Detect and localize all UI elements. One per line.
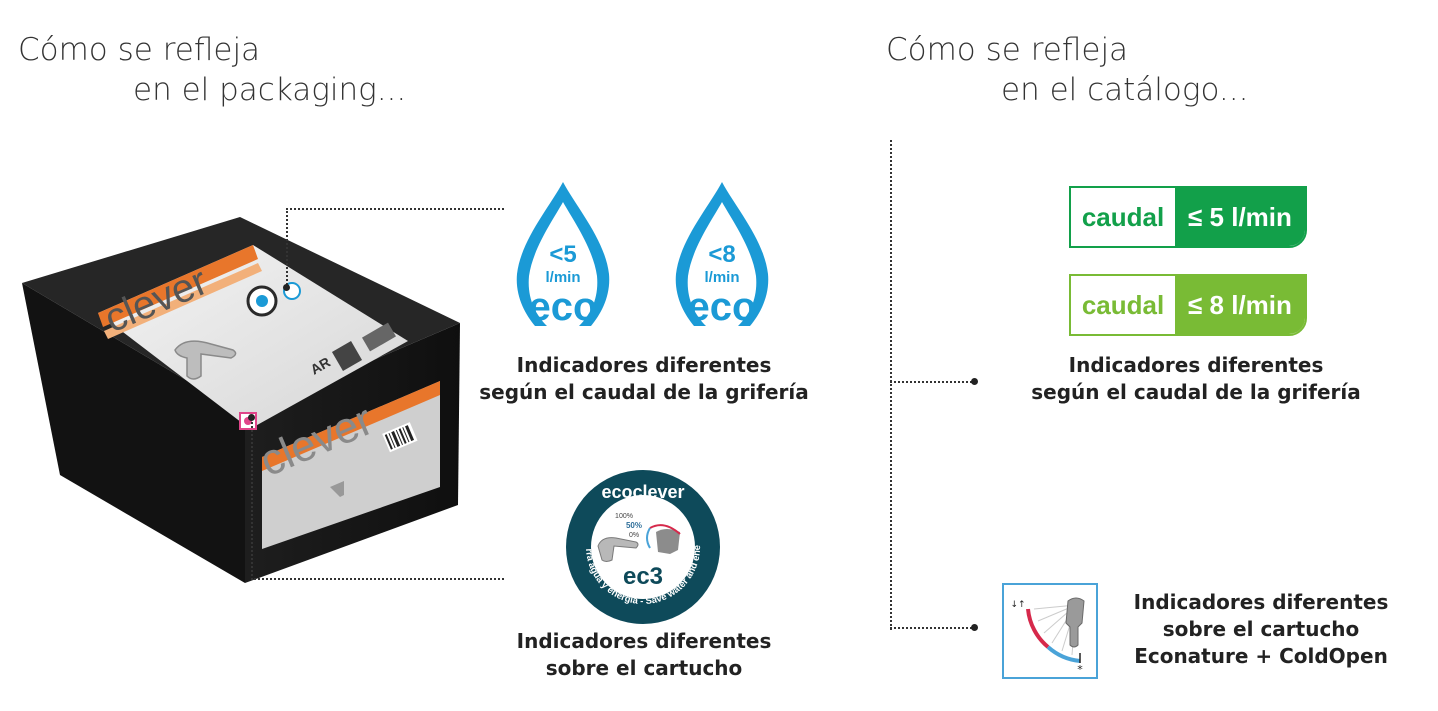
packaging-box-svg: clever AR clever [22,217,460,583]
packaging-heading-line2: en el packaging... [133,72,407,108]
caudal-5-label: caudal ≤ 5 l/min [1069,186,1307,248]
packaging-flow-caption-line1: Indicadores diferentes [516,353,772,377]
eco-drop-5-icon: <5 l/min eco [509,178,617,330]
catalog-bullet-flow [971,378,978,385]
leader-line-top [286,208,504,210]
catalog-cartridge-caption-line1: Indicadores diferentes [1133,590,1389,614]
badge-pct-100: 100% [615,513,633,520]
packaging-flow-caption: Indicadores diferentes según el caudal d… [470,352,818,406]
drop-8-unit: l/min [704,269,739,286]
packaging-cartridge-caption-line1: Indicadores diferentes [516,629,772,653]
catalog-leader-vertical [890,140,892,630]
catalog-heading-line1: Cómo se refleja [886,32,1129,68]
catalog-cartridge-caption-line2: sobre el cartucho [1162,617,1360,641]
drop-8-value: <8 [708,241,735,268]
caudal-5-value: ≤ 5 l/min [1175,188,1305,246]
catalog-cartridge-caption: Indicadores diferentes sobre el cartucho… [1106,589,1416,670]
leader-line-bottom [251,578,504,580]
catalog-heading-line2: en el catálogo... [1001,72,1249,108]
catalog-flow-caption: Indicadores diferentes según el caudal d… [1004,352,1388,406]
packaging-cartridge-caption-line2: sobre el cartucho [545,656,743,680]
caudal-8-label-text: caudal [1071,276,1175,334]
catalog-leader-cartridge [890,627,972,629]
badge-pct-0: 0% [629,532,639,539]
cartridge-star-label: * [1077,663,1083,676]
drop-8-tag: eco [688,285,757,329]
caudal-8-label: caudal ≤ 8 l/min [1069,274,1307,336]
catalog-leader-flow [890,381,972,383]
catalog-bullet-cartridge [971,624,978,631]
caudal-8-value: ≤ 8 l/min [1175,276,1305,334]
badge-code: ec3 [623,563,663,590]
drop-5-unit: l/min [545,269,580,286]
catalog-flow-caption-line2: según el caudal de la grifería [1031,380,1361,404]
packaging-heading-line1: Cómo se refleja [18,32,261,68]
packaging-cartridge-caption: Indicadores diferentes sobre el cartucho [470,628,818,682]
leader-line-top-vertical [286,208,288,288]
drop-5-tag: eco [529,285,598,329]
packaging-box-image: clever AR clever [0,205,470,605]
packaging-flow-caption-line2: según el caudal de la grifería [479,380,809,404]
drop-5-value: <5 [549,241,576,268]
leader-bullet-top [283,284,290,291]
leader-bullet-bottom [248,414,255,421]
leader-line-bottom-vertical [251,418,253,580]
catalog-flow-caption-line1: Indicadores diferentes [1068,353,1324,377]
eco-drop-8-icon: <8 l/min eco [668,178,776,330]
badge-pct-50: 50% [626,521,642,530]
ecoclever-badge-icon: ecoclever Ahorra agua y energía - Save w… [561,460,722,626]
caudal-5-label-text: caudal [1071,188,1175,246]
cartridge-arrows-label: ↓↑ [1010,600,1025,610]
badge-title: ecoclever [601,482,684,502]
cartridge-econature-icon: ↓↑ * [1002,583,1098,679]
catalog-cartridge-caption-line3: Econature + ColdOpen [1134,644,1388,668]
